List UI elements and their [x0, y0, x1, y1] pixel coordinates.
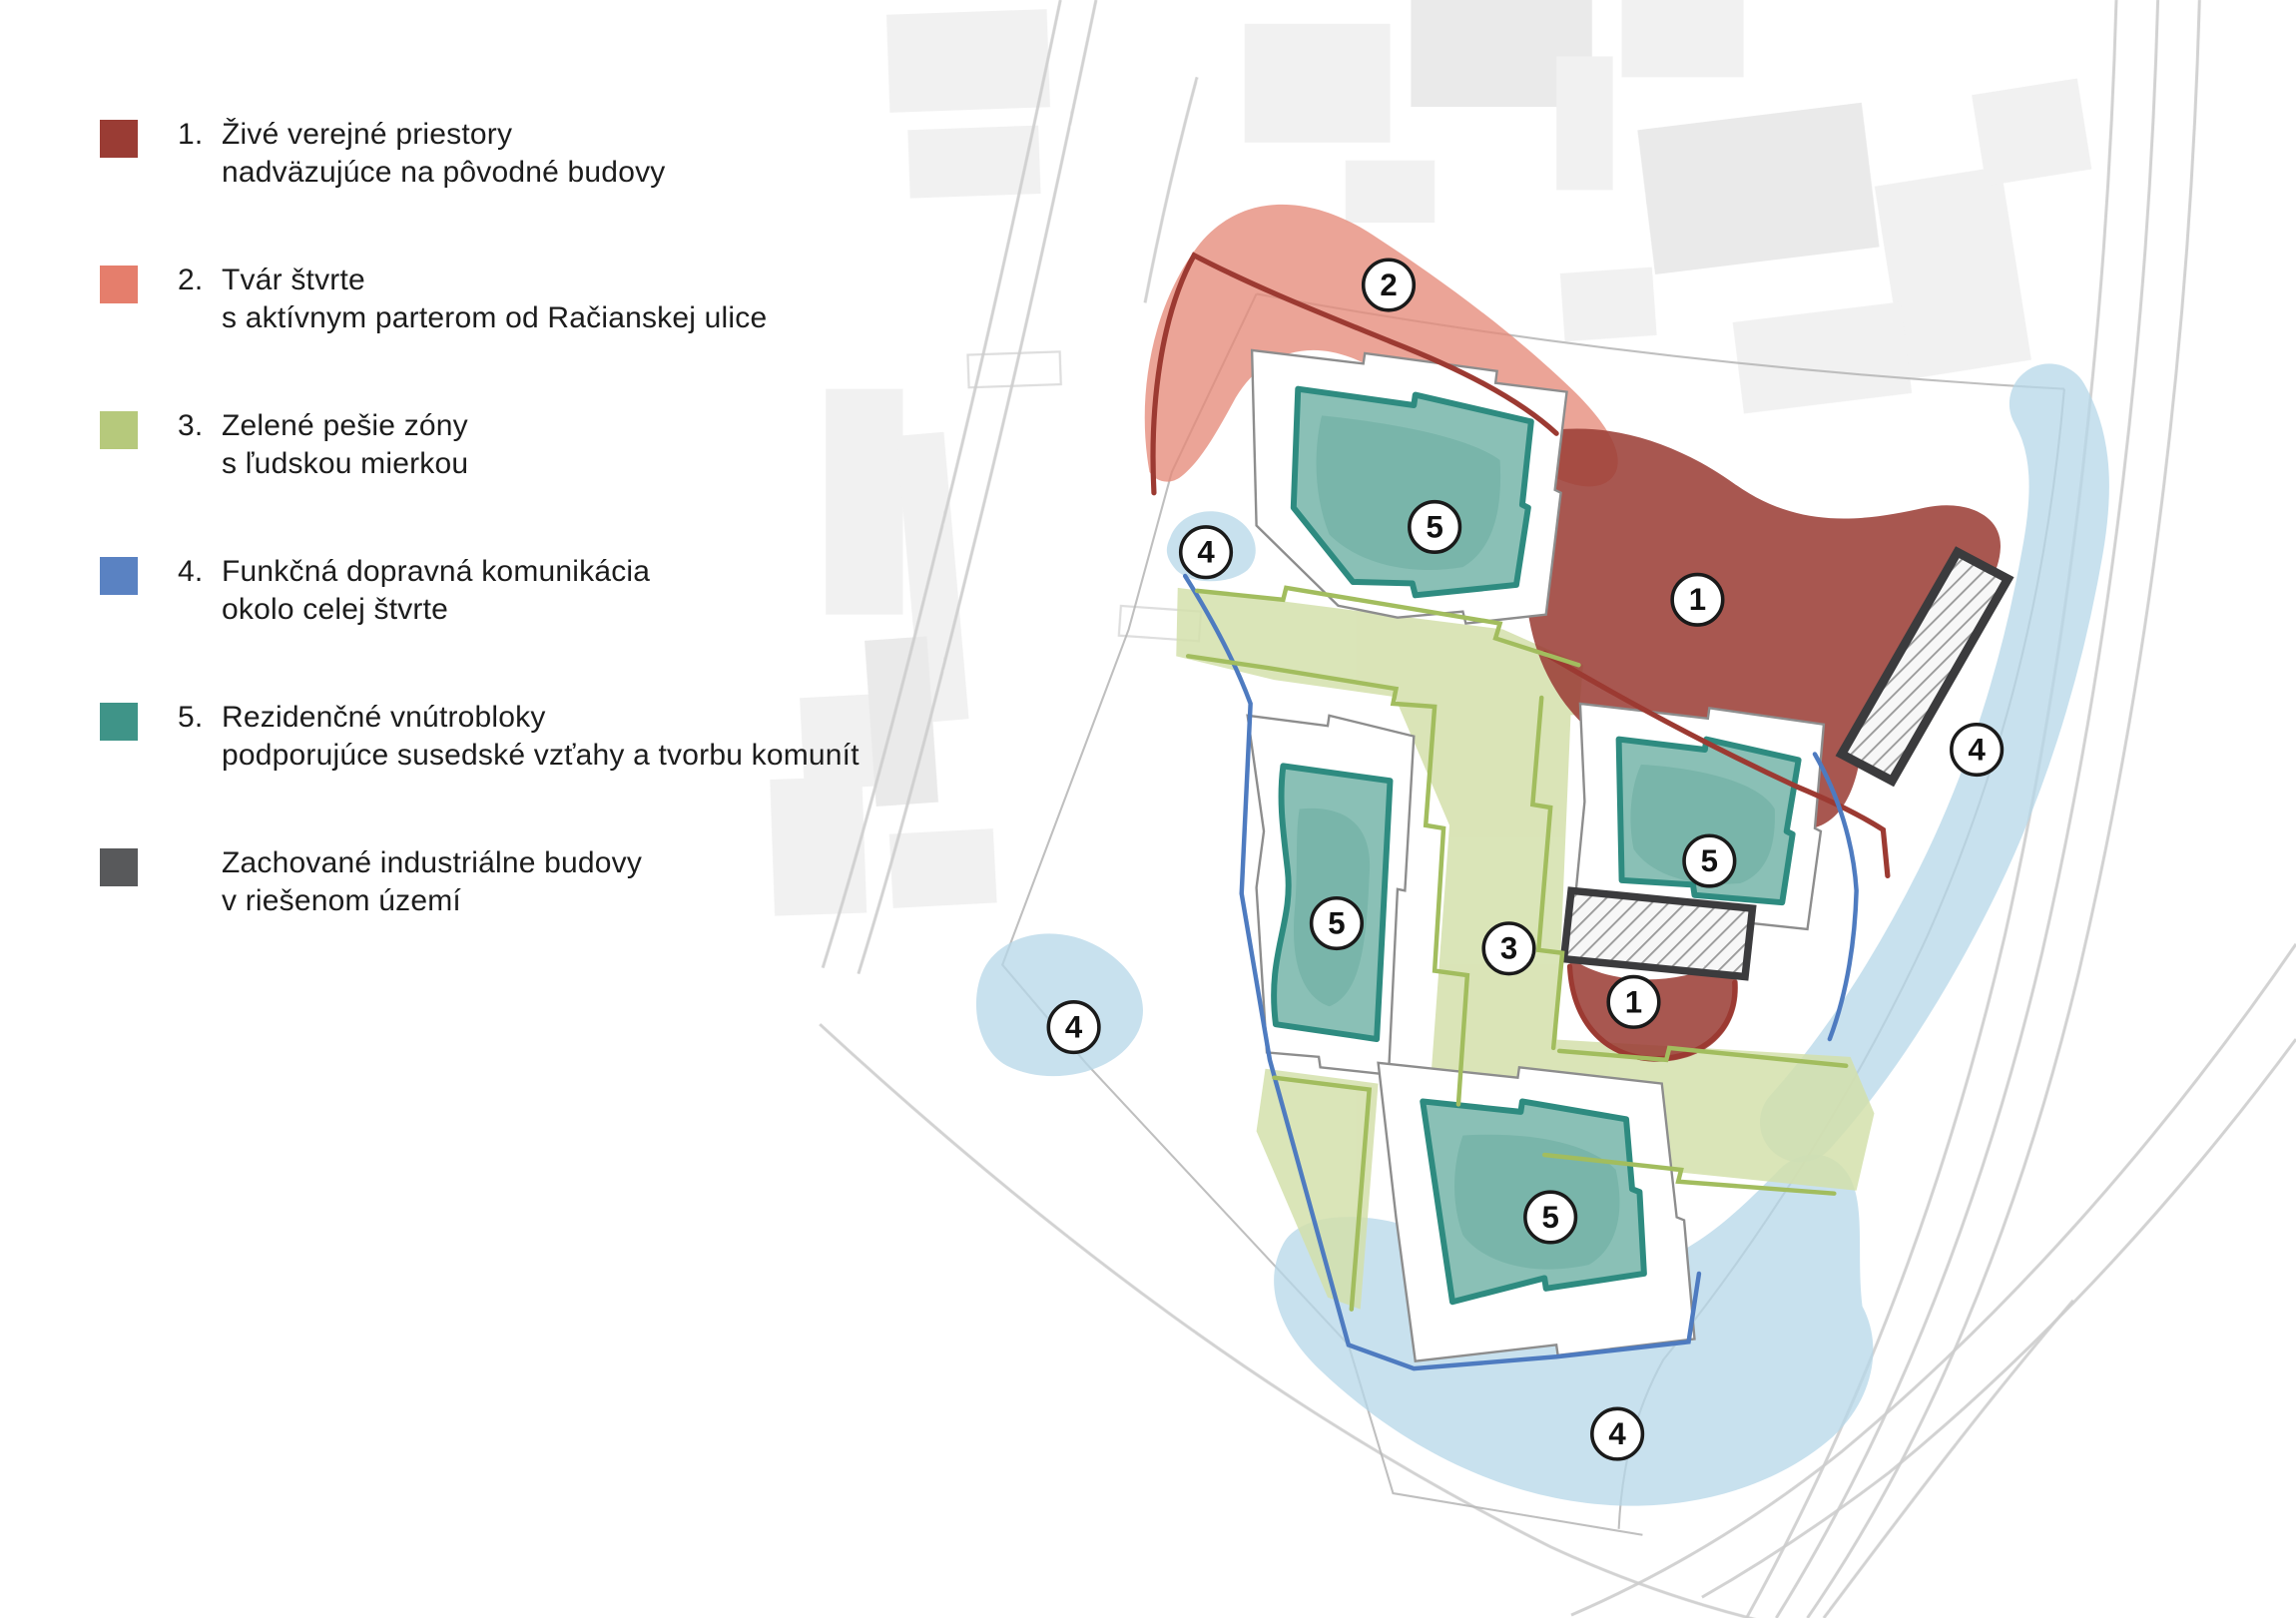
industrial-building-central [1559, 886, 1757, 981]
svg-text:3: 3 [1500, 931, 1517, 966]
legend-title: Tvár štvrte [222, 264, 365, 296]
industrial-buildings [1559, 546, 2014, 981]
legend-text-active-front: 2. Tvár štvrte s aktívnym parterom od Rač… [178, 262, 767, 337]
svg-text:5: 5 [1541, 1200, 1558, 1235]
marker-4-left: 4 [1046, 1000, 1101, 1055]
legend-text-ring-road: 4. Funkčná dopravná komunikácia okolo cel… [178, 553, 650, 629]
route-lines [1150, 252, 1891, 1371]
marker-5-north-court: 5 [1408, 499, 1462, 555]
route-blue-east [1812, 752, 1859, 1042]
marker-4-right: 4 [1950, 722, 2005, 778]
legend-text-industrial: Zachované industriálne budovy v riešenom… [178, 844, 642, 920]
marker-5-south-court: 5 [1523, 1190, 1578, 1245]
legend-subtitle: s ľudskou mierkou [222, 447, 469, 480]
svg-text:1: 1 [1625, 984, 1642, 1019]
legend: 1. Živé verejné priestory nadväzujúce na … [100, 116, 860, 920]
marker-5-east-court: 5 [1682, 833, 1737, 888]
legend-swatch-ring-road [100, 557, 138, 595]
legend-subtitle: s aktívnym parterom od Račianskej ulice [222, 301, 768, 334]
marker-3-central: 3 [1481, 921, 1536, 976]
marker-1-main: 1 [1670, 572, 1725, 627]
svg-text:5: 5 [1426, 509, 1442, 544]
legend-number: 2. [178, 264, 204, 296]
legend-swatch-courtyards [100, 703, 138, 741]
legend-text-courtyards: 5. Rezidenčné vnútrobloky podporujúce sus… [178, 699, 860, 775]
route-red-top [1150, 252, 1559, 496]
legend-title: Živé verejné priestory [222, 118, 513, 151]
marker-1-small: 1 [1606, 974, 1661, 1029]
legend-number: 5. [178, 701, 204, 734]
legend-title: Rezidenčné vnútrobloky [222, 701, 546, 734]
route-green-central-right [1529, 695, 1565, 1051]
legend-number: 4. [178, 555, 204, 588]
svg-text:5: 5 [1328, 905, 1345, 940]
svg-text:2: 2 [1380, 268, 1397, 302]
legend-item-courtyards: 5. Rezidenčné vnútrobloky podporujúce sus… [100, 699, 860, 775]
legend-swatch-industrial [100, 848, 138, 886]
marker-2-top: 2 [1361, 258, 1417, 312]
legend-subtitle: nadväzujúce na pôvodné budovy [222, 156, 666, 189]
route-green-east-bottom [1541, 1152, 1837, 1196]
marker-4-topleft: 4 [1178, 525, 1234, 580]
legend-number: 1. [178, 118, 204, 151]
legend-item-public-spaces: 1. Živé verejné priestory nadväzujúce na … [100, 116, 860, 192]
legend-item-industrial: Zachované industriálne budovy v riešenom… [100, 844, 860, 920]
legend-item-active-front: 2. Tvár štvrte s aktívnym parterom od Rač… [100, 262, 860, 337]
route-green-southwest [1272, 1075, 1373, 1312]
legend-swatch-green-zones [100, 411, 138, 449]
legend-title: Zelené pešie zóny [222, 409, 468, 442]
legend-item-green-zones: 3. Zelené pešie zóny s ľudskou mierkou [100, 407, 860, 483]
marker-4-bottom: 4 [1590, 1406, 1645, 1461]
context-buildings [770, 0, 2092, 916]
route-green-central-left [1185, 654, 1470, 1107]
marker-5-west-court: 5 [1309, 895, 1365, 951]
industrial-building-northeast [1835, 546, 2014, 788]
svg-text:4: 4 [1608, 1416, 1626, 1451]
legend-text-green-zones: 3. Zelené pešie zóny s ľudskou mierkou [178, 407, 468, 483]
route-blue-west [1182, 573, 1702, 1371]
road-lines [819, 0, 2296, 1618]
svg-text:4: 4 [1197, 535, 1215, 570]
legend-swatch-public-spaces [100, 120, 138, 158]
zone-green-pedestrian [1176, 587, 1875, 1310]
legend-subtitle: v riešenom území [222, 884, 461, 917]
route-green-east-top [1556, 1045, 1849, 1069]
legend-swatch-active-front [100, 266, 138, 303]
legend-title: Zachované industriálne budovy [222, 846, 643, 879]
zone-courtyards [1271, 385, 1802, 1306]
svg-text:4: 4 [1065, 1010, 1083, 1045]
svg-text:1: 1 [1689, 582, 1706, 617]
route-green-upper [1194, 585, 1581, 668]
legend-number: 3. [178, 409, 204, 442]
ring-road-right-band [1759, 363, 2109, 1163]
legend-item-ring-road: 4. Funkčná dopravná komunikácia okolo cel… [100, 553, 860, 629]
legend-title: Funkčná dopravná komunikácia [222, 555, 651, 588]
svg-text:5: 5 [1701, 843, 1718, 878]
route-red-diagonal [1541, 650, 1891, 879]
legend-subtitle: podporujúce susedské vzťahy a tvorbu kom… [222, 739, 860, 772]
map-markers: 2 4 5 1 4 5 5 3 1 [1046, 258, 2005, 1461]
legend-subtitle: okolo celej štvrte [222, 593, 449, 626]
svg-text:4: 4 [1968, 732, 1986, 767]
legend-text-public-spaces: 1. Živé verejné priestory nadväzujúce na … [178, 116, 665, 192]
